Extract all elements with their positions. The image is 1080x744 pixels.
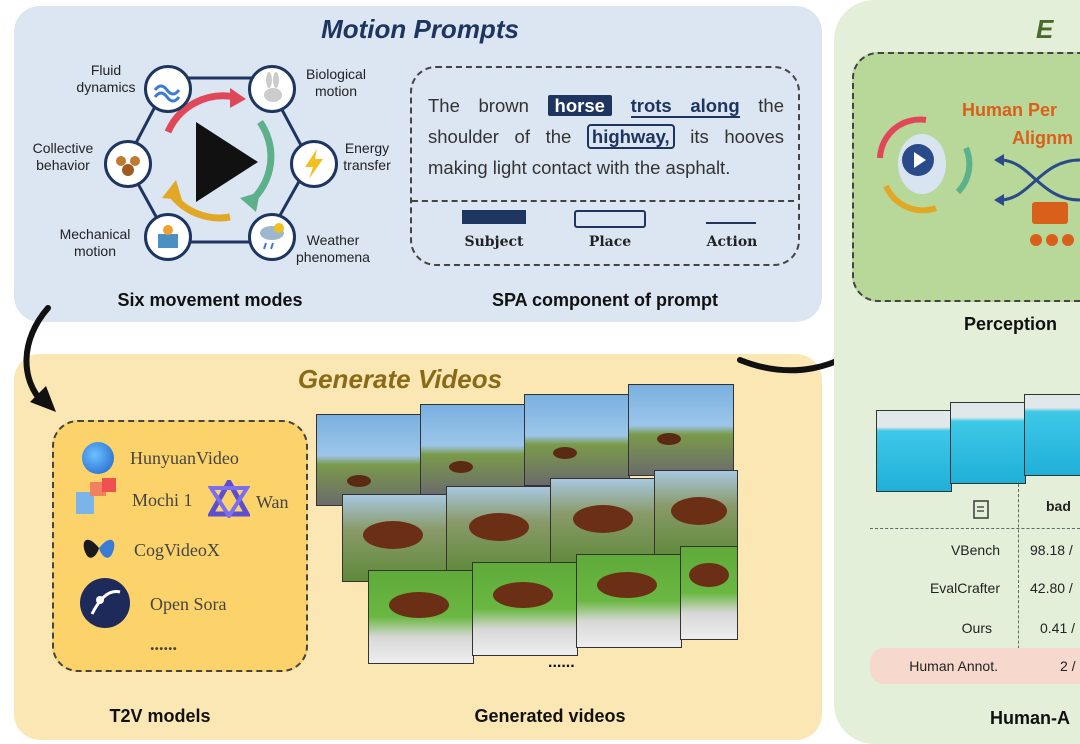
model-wan: Wan bbox=[256, 492, 289, 512]
video-frame bbox=[576, 554, 682, 648]
t2v-models-caption: T2V models bbox=[109, 706, 211, 726]
video-frame bbox=[420, 404, 526, 496]
video-frame bbox=[446, 486, 552, 574]
table-row-name: Human Annot. bbox=[909, 658, 998, 674]
table-row-value: 42.80 / bbox=[1030, 580, 1073, 596]
table-row-value: 98.18 / bbox=[1030, 542, 1073, 558]
videos-more-ellipsis: ...... bbox=[548, 654, 575, 671]
edit-doc-icon bbox=[972, 498, 992, 520]
group-icon bbox=[104, 140, 152, 188]
model-hunyuan: HunyuanVideo bbox=[130, 448, 239, 468]
alignment-arrows-icon bbox=[994, 154, 1080, 246]
table-column-divider bbox=[1018, 484, 1019, 684]
table-row-name: EvalCrafter bbox=[929, 580, 1000, 596]
lightning-icon bbox=[290, 140, 338, 188]
prompt-place: highway, bbox=[586, 124, 675, 149]
mochi-logo-icon bbox=[76, 478, 120, 518]
video-frame bbox=[876, 410, 952, 492]
swimming-video-strip bbox=[876, 388, 1080, 492]
cogvideox-logo-icon bbox=[80, 530, 118, 566]
video-frame bbox=[1024, 394, 1080, 476]
prompt-action: trots along bbox=[630, 95, 740, 118]
motion-prompts-title: Motion Prompts bbox=[321, 14, 519, 44]
perception-caption: Perception bbox=[964, 314, 1058, 334]
water-wave-icon bbox=[144, 65, 192, 113]
legend-place-label: Place bbox=[588, 234, 632, 250]
human-alignment-caption: Human-A bbox=[990, 708, 1070, 728]
table-row-name: VBench bbox=[950, 542, 1000, 558]
evaluation-title: E bbox=[1036, 14, 1054, 44]
spa-prompt-box bbox=[410, 66, 800, 266]
prompt-legend-divider bbox=[412, 200, 794, 202]
video-frame bbox=[342, 494, 448, 582]
video-frame bbox=[316, 414, 422, 506]
video-frame bbox=[628, 384, 734, 476]
alignment-line2: Alignm bbox=[1012, 128, 1073, 148]
video-frame bbox=[368, 570, 474, 664]
human-perception-icon bbox=[877, 116, 973, 214]
video-frame bbox=[950, 402, 1026, 484]
video-frame bbox=[472, 562, 578, 656]
human-annot-highlight bbox=[870, 648, 1080, 684]
table-header-bad: bad bbox=[1046, 498, 1071, 514]
video-frame bbox=[550, 478, 656, 566]
legend-subject-swatch bbox=[462, 210, 526, 224]
wan-logo-icon bbox=[206, 476, 252, 520]
table-header-divider bbox=[870, 528, 1080, 529]
table-row-value: 0.41 / bbox=[1040, 620, 1076, 636]
hunyuan-logo-icon bbox=[82, 442, 114, 474]
machine-icon bbox=[144, 213, 192, 261]
alignment-line1: Human Per bbox=[962, 100, 1058, 120]
spa-caption: SPA component of prompt bbox=[492, 290, 718, 310]
prompt-subject: horse bbox=[547, 95, 612, 116]
model-open-sora: Open Sora bbox=[150, 594, 227, 614]
table-row-value: 2 / bbox=[1060, 658, 1076, 674]
legend-action-label: Action bbox=[706, 234, 758, 250]
cloud-rain-icon bbox=[248, 213, 296, 261]
model-cogvideox: CogVideoX bbox=[134, 540, 220, 560]
legend-subject-label: Subject bbox=[464, 234, 524, 250]
generate-videos-title: Generate Videos bbox=[297, 364, 503, 394]
table-row-name: Ours bbox=[961, 620, 992, 636]
model-mochi: Mochi 1 bbox=[132, 490, 193, 510]
generated-video-strips bbox=[316, 380, 738, 664]
legend-action-swatch bbox=[706, 222, 756, 224]
legend-place-swatch bbox=[574, 210, 646, 228]
rabbit-icon bbox=[248, 65, 296, 113]
generated-videos-caption: Generated videos bbox=[474, 706, 626, 726]
prompt-text: The brown horse trots along the shoulder… bbox=[428, 95, 785, 178]
open-sora-logo-icon bbox=[80, 578, 130, 628]
video-frame bbox=[680, 546, 738, 640]
six-modes-caption: Six movement modes bbox=[117, 290, 303, 310]
models-more-ellipsis: ...... bbox=[150, 634, 177, 654]
